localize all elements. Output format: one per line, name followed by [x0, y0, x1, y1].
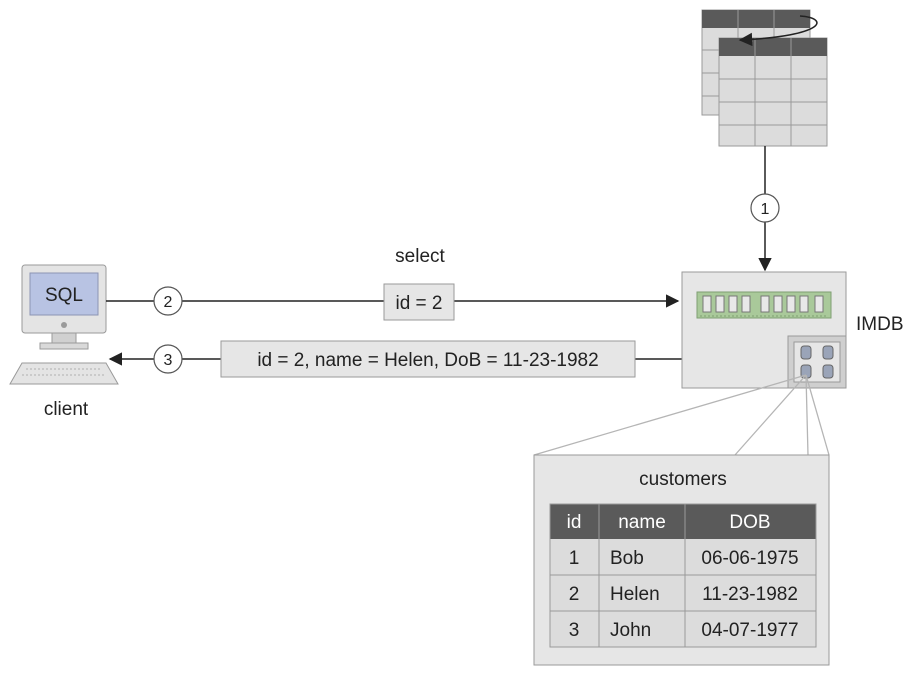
table-header-row — [550, 504, 816, 539]
storage-box-icon — [787, 335, 847, 389]
step-1-badge: 1 — [750, 193, 780, 223]
step-3-badge: 3 — [153, 344, 183, 374]
response-text: id = 2, name = Helen, DoB = 11-23-1982 — [257, 350, 598, 371]
cell-name: Bob — [610, 548, 644, 569]
svg-text:2: 2 — [164, 294, 173, 311]
header-cell-id: id — [567, 512, 582, 533]
customers-table: id name DOB 1 Bob 06-06-1975 2 Helen 11-… — [549, 503, 817, 648]
cell-id: 3 — [569, 620, 580, 641]
cell-dob: 04-07-1977 — [701, 620, 798, 641]
table-row — [550, 611, 816, 647]
client-computer-icon — [9, 264, 119, 385]
load-curve-arrow — [738, 15, 818, 47]
table-row — [550, 575, 816, 611]
header-cell-name: name — [618, 512, 666, 533]
svg-text:3: 3 — [164, 352, 173, 369]
imdb-label: IMDB — [856, 314, 904, 335]
query-box — [383, 283, 455, 321]
cell-dob: 06-06-1975 — [701, 548, 798, 569]
customers-title: customers — [639, 469, 727, 490]
source-tables-icon — [701, 9, 828, 147]
front-table-icon — [718, 37, 828, 147]
client-screen-text: SQL — [45, 285, 83, 306]
header-cell-dob: DOB — [729, 512, 770, 533]
memory-module-icon — [696, 291, 832, 319]
query-text: id = 2 — [395, 293, 442, 314]
callout-lines — [533, 374, 830, 456]
cell-name: John — [610, 620, 651, 641]
query-command-label: select — [395, 246, 445, 267]
cell-id: 2 — [569, 584, 580, 605]
imdb-server-icon — [681, 271, 847, 389]
cell-id: 1 — [569, 548, 580, 569]
client-label: client — [44, 399, 89, 420]
table-row — [550, 539, 816, 575]
cell-dob: 11-23-1982 — [702, 584, 798, 605]
response-box — [220, 340, 636, 378]
step-2-badge: 2 — [153, 286, 183, 316]
cell-name: Helen — [610, 584, 660, 605]
svg-text:1: 1 — [761, 201, 770, 218]
